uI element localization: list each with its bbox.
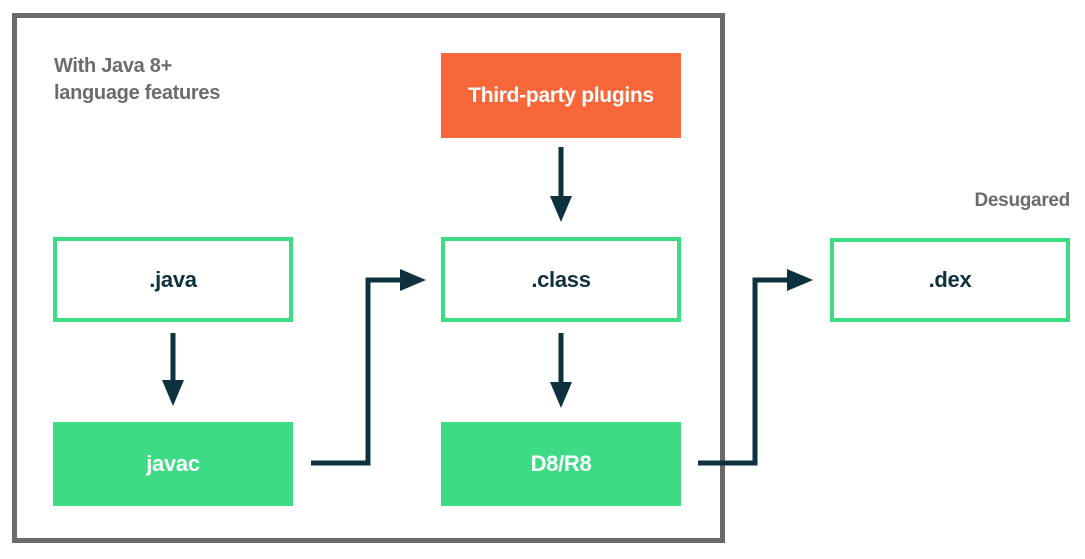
node-third-party-plugins: Third-party plugins <box>441 53 681 138</box>
node-class-file: .class <box>441 237 681 322</box>
node-javac: javac <box>53 422 293 506</box>
node-dex-file: .dex <box>830 238 1070 322</box>
desugared-label: Desugared <box>974 190 1070 211</box>
node-java-file: .java <box>53 237 293 322</box>
java8-caption: With Java 8+ language features <box>54 55 221 104</box>
node-d8-r8: D8/R8 <box>441 422 681 506</box>
